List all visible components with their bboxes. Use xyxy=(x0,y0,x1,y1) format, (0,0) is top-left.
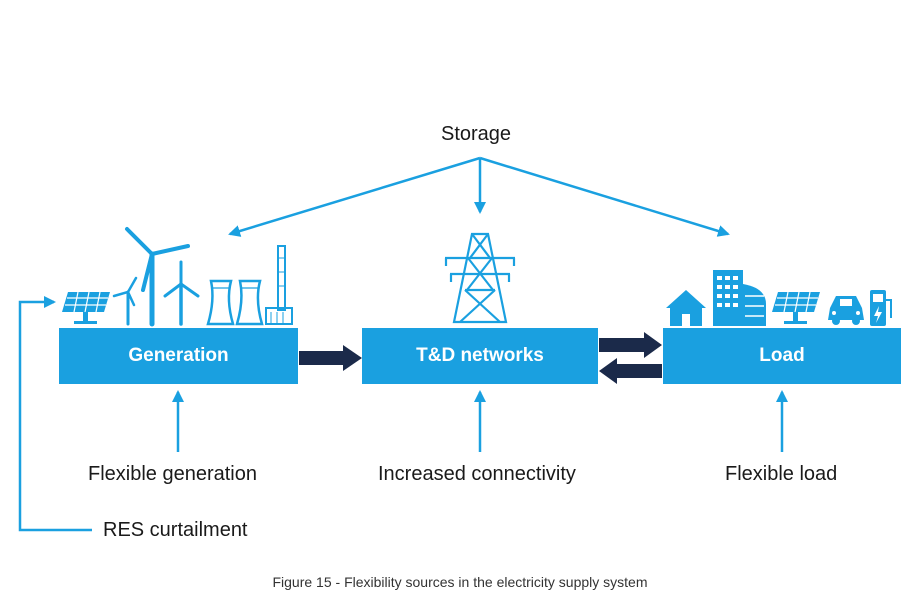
solar-panel-icon xyxy=(62,291,110,324)
car-icon xyxy=(828,296,864,325)
cooling-tower-icon xyxy=(206,279,264,326)
office-building-icon xyxy=(713,270,766,326)
storage-title: Storage xyxy=(441,123,512,145)
res-curtailment-connector xyxy=(18,296,92,532)
load-to-networks-arrow xyxy=(599,358,662,384)
generation-icons xyxy=(62,227,293,327)
flexible-load-label: Flexible load xyxy=(725,463,838,485)
storage-arrows xyxy=(228,156,730,237)
res-curtailment-label: RES curtailment xyxy=(103,519,248,541)
generation-box: Generation xyxy=(59,328,298,384)
transmission-tower-icon xyxy=(444,232,516,324)
input-arrows xyxy=(172,390,788,452)
ev-charger-icon xyxy=(870,290,892,326)
load-icons xyxy=(666,270,892,326)
wind-turbine-icon xyxy=(163,260,200,326)
flow-arrows xyxy=(299,332,662,384)
networks-to-load-arrow xyxy=(599,332,662,358)
storage-to-load-arrow xyxy=(479,156,730,237)
wind-turbine-icon xyxy=(112,276,138,326)
figure-caption: Figure 15 - Flexibility sources in the e… xyxy=(272,574,648,590)
storage-to-generation-arrow xyxy=(228,156,481,237)
solar-panel-icon xyxy=(772,291,820,324)
factory-chimney-icon xyxy=(265,245,293,325)
networks-box: T&D networks xyxy=(362,328,598,384)
increased-connectivity-label: Increased connectivity xyxy=(378,463,576,485)
house-icon xyxy=(666,290,706,326)
wind-turbine-icon xyxy=(125,227,190,327)
generation-to-networks-arrow xyxy=(299,345,362,371)
flexible-generation-label: Flexible generation xyxy=(88,463,257,485)
load-box: Load xyxy=(663,328,901,384)
